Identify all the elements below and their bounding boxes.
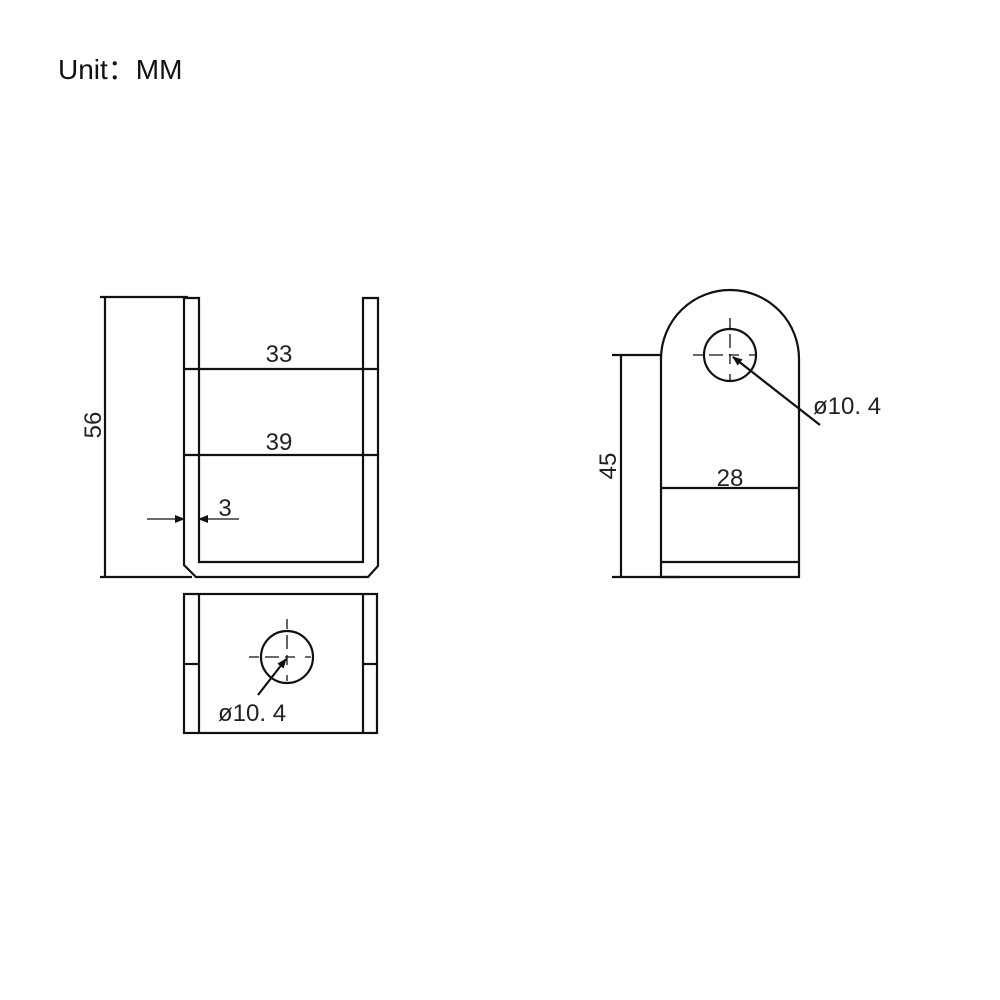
dimension-45: 45 [595,453,622,480]
hole-circle [702,327,758,383]
hole-leader [257,658,287,696]
tab-outline [659,288,801,579]
center-mark [249,619,325,695]
dimension-56: 56 [80,412,107,439]
dimension-33: 33 [266,341,293,368]
hole-dimension: ø10. 4 [813,393,881,420]
dimension-3: 3 [218,495,231,522]
dimension-39: 39 [266,429,293,456]
u-channel-outline [182,296,380,579]
unit-label: Unit：MM [58,54,183,85]
front-view: 56 33 39 3 [80,295,380,579]
center-mark [693,318,767,392]
bottom-view: ø10. 4 [182,592,379,735]
dimension-28: 28 [717,465,744,492]
hole-leader [732,356,821,426]
side-view: 28 45 ø10. 4 [595,288,881,579]
hole-circle [259,629,315,685]
hole-dimension: ø10. 4 [218,700,286,727]
